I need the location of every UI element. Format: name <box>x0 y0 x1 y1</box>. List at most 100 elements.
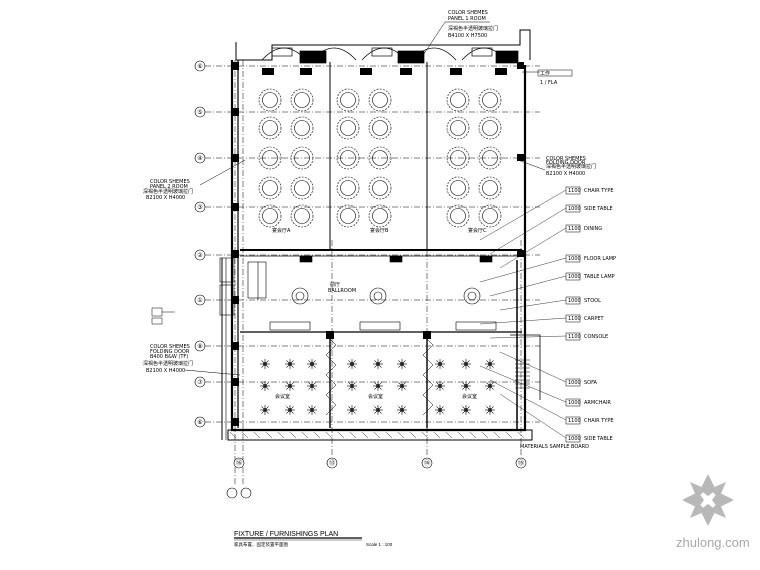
tag-code: 1100 <box>568 334 581 340</box>
ceiling-fixture <box>461 359 471 369</box>
ceiling-fixture <box>285 405 295 415</box>
ceiling-fixture <box>285 359 295 369</box>
tag-note: TABLE LAMP <box>583 274 615 280</box>
grid-lines <box>205 60 540 485</box>
grid-col-labels: ⑬ ⑭ ⑮ ⑯ <box>236 459 524 467</box>
round-banquet-tables <box>258 88 502 228</box>
round-table <box>258 146 282 170</box>
round-table <box>368 88 392 112</box>
round-table <box>290 176 314 200</box>
round-table <box>446 116 470 140</box>
grid-col-label: ⑭ <box>424 459 430 467</box>
room-label: 宴会厅A <box>272 227 291 234</box>
round-table <box>446 176 470 200</box>
grid-row-label: ⑧ <box>197 343 202 350</box>
tag-note: CHAIR TYPE <box>584 418 614 424</box>
ceiling-fixture <box>285 381 295 391</box>
round-table <box>336 204 360 228</box>
round-table <box>368 176 392 200</box>
round-table <box>290 116 314 140</box>
tag-code: 1100 <box>568 316 581 322</box>
round-table <box>258 88 282 112</box>
grid-row-label: ① <box>197 297 202 304</box>
grid-row-label: ⑤ <box>197 109 202 116</box>
ceiling-fixture <box>347 405 357 415</box>
grid-row-label: ⑥ <box>197 419 202 426</box>
grid-row-label: ② <box>197 252 203 259</box>
ceiling-fixture <box>397 359 407 369</box>
ceiling-fixture <box>373 381 383 391</box>
round-table <box>446 146 470 170</box>
bottom-wall-hatch <box>229 431 525 439</box>
callout-text: PANEL 2 ROOM <box>150 184 188 190</box>
drawing-title: FIXTURE / FURNISHINGS PLAN <box>234 531 338 538</box>
round-table <box>478 146 502 170</box>
callout-text: 1 / FLA <box>540 80 558 86</box>
round-table <box>368 146 392 170</box>
ceiling-fixture <box>307 381 317 391</box>
tag-note: SOFA <box>584 380 598 386</box>
ceiling-fixture <box>435 381 445 391</box>
callout-left-1: COLOR SHEMES PANEL 2 ROOM 深褐色半透明玻璃拉门 B21… <box>143 159 246 201</box>
round-table <box>478 116 502 140</box>
callout-text: COLOR SHEMES <box>546 156 586 162</box>
tag-code: 1000 <box>568 400 581 406</box>
room-label: BALLROOM <box>328 288 356 294</box>
tag-note: DINING <box>584 226 602 232</box>
callout-text: 深褐色半透明玻璃拉门 <box>546 163 596 170</box>
grid-bubbles-rows <box>194 60 206 428</box>
tag-code: 1100 <box>568 188 581 194</box>
room-label: 前厅 <box>330 281 340 288</box>
callout-right-1: 深褐色半透明玻璃拉门 B2100 X H4000 <box>517 159 596 177</box>
watermark-text: zhulong.com <box>676 535 750 550</box>
tag-note: STOOL <box>584 298 601 304</box>
round-table <box>258 116 282 140</box>
callout-text: 工作 <box>540 70 550 77</box>
callout-text: 深褐色半透明玻璃拉门 <box>448 25 498 32</box>
ceiling-fixture <box>307 405 317 415</box>
tag-note: SIDE TABLE <box>584 206 613 212</box>
ceiling-fixture <box>461 405 471 415</box>
round-table <box>336 116 360 140</box>
room-label: 会议室 <box>368 393 383 400</box>
grid-bubbles-cols <box>226 457 527 499</box>
room-label: 会议室 <box>462 393 477 400</box>
ceiling-fixture <box>347 381 357 391</box>
callout-text: COLOR SHEMES <box>150 344 190 350</box>
round-table <box>336 88 360 112</box>
grid-row-labels: ⑥ ⑤ ④ ③ ② ① ⑧ ⑦ ⑥ <box>197 63 203 426</box>
callout-text: B2100 X H4000 <box>146 368 185 374</box>
round-table <box>336 176 360 200</box>
tag-note: ARMCHAIR <box>584 400 611 406</box>
room-label: 宴会厅C <box>468 227 487 234</box>
ceiling-fixture <box>373 405 383 415</box>
stage-pieces <box>262 68 507 75</box>
title-block: FIXTURE / FURNISHINGS PLAN 家具布置、固定装置平面图 … <box>234 531 393 548</box>
round-table <box>446 204 470 228</box>
callout-top: COLOR SHEMES PANEL 1 ROOM 深褐色半透明玻璃拉门 B41… <box>419 10 498 61</box>
folding-partitions <box>325 334 434 416</box>
round-table <box>290 88 314 112</box>
round-table <box>290 146 314 170</box>
callout-left-2: COLOR SHEMES FOLDING DOOR B400 B&W (TF) … <box>143 344 241 376</box>
drawing-subtitle: 家具布置、固定装置平面图 <box>234 541 288 548</box>
ceiling-fixture <box>461 381 471 391</box>
prefunction-fixtures <box>247 255 497 331</box>
callout-right-2: COLOR SHEMES FOLDING DOOR <box>546 156 586 166</box>
tag-note: SIDE TABLE <box>584 436 613 442</box>
ceiling-fixture <box>485 405 495 415</box>
tag-code: 1000 <box>568 274 581 280</box>
callout-text: 深褐色半透明玻璃拉门 <box>143 360 193 367</box>
callout-text: B2100 X H4000 <box>546 171 585 177</box>
round-table <box>478 204 502 228</box>
grid-row-label: ③ <box>197 204 202 211</box>
